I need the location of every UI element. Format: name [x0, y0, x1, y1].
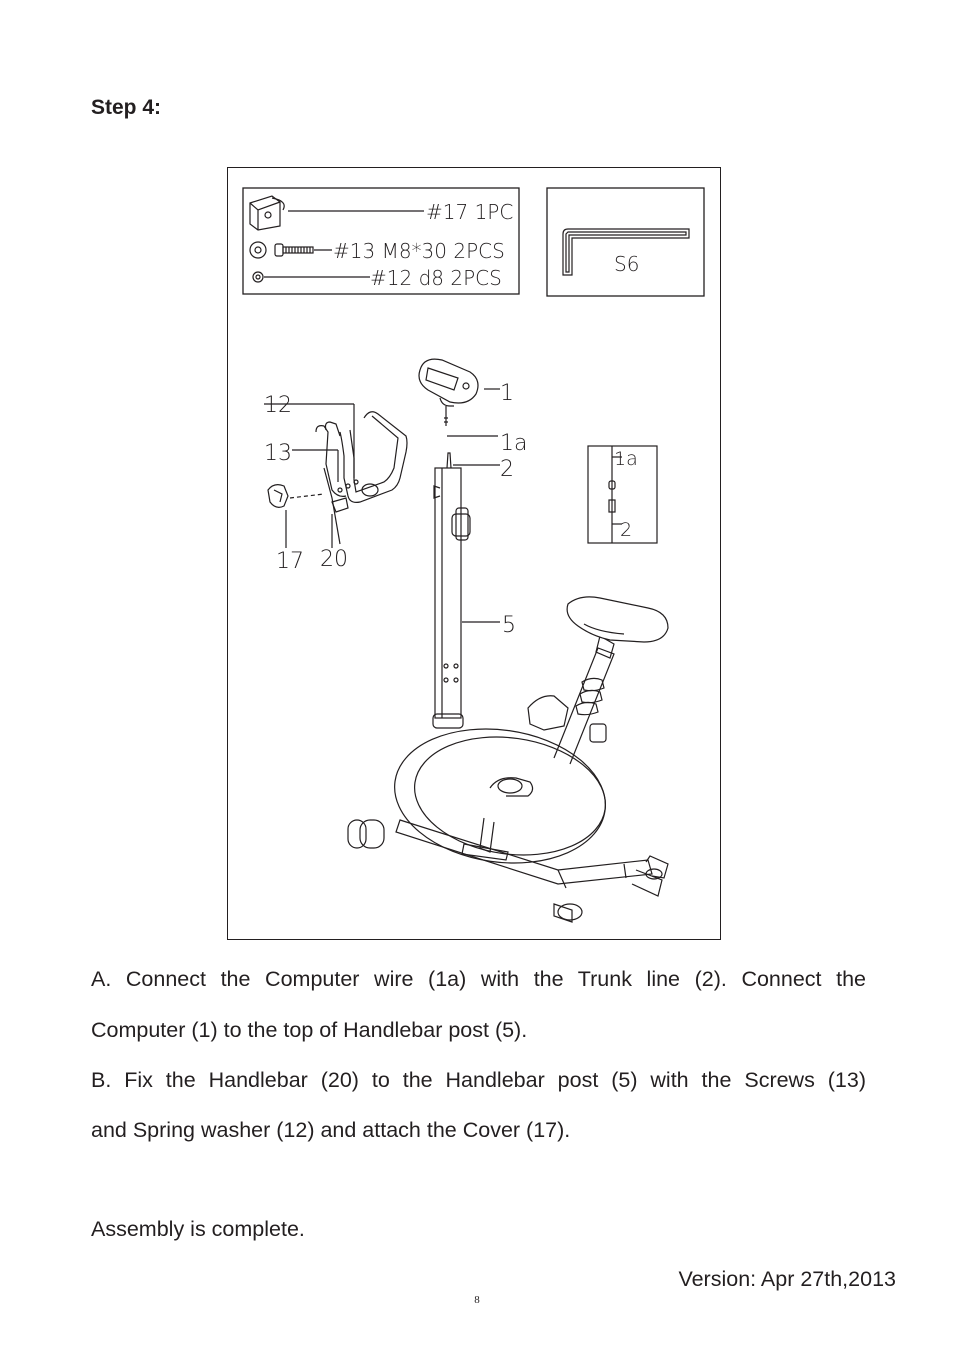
instruction-b-line2: and Spring washer (12) and attach the Co… [91, 1118, 571, 1142]
handlebar-drawing [315, 411, 408, 545]
callout-computer-wire: 1a [500, 431, 527, 456]
tool-label: S6 [614, 252, 639, 276]
callout-screws: 13 [264, 441, 292, 466]
assembly-diagram: #17 1PC #13 M8*30 2PCS #12 d8 2PCS S6 1 … [242, 187, 705, 923]
part-17-label: #17 1PC [426, 200, 513, 224]
inset-top-label: 1a [614, 448, 638, 470]
callout-computer: 1 [500, 381, 514, 406]
part-12-label: #12 d8 2PCS [370, 266, 502, 290]
assembly-figure: #17 1PC #13 M8*30 2PCS #12 d8 2PCS S6 1 … [227, 167, 721, 940]
instruction-a-line1: A. Connect the Computer wire (1a) with t… [91, 967, 866, 991]
washer-icon [249, 241, 267, 259]
part-13-label: #13 M8*30 2PCS [333, 239, 505, 263]
callout-trunk-line: 2 [500, 457, 514, 482]
instruction-b-line1: B. Fix the Handlebar (20) to the Handleb… [91, 1068, 866, 1092]
callout-cover: 17 [276, 549, 304, 574]
cover-icon [249, 195, 285, 231]
cover-part-drawing [267, 484, 325, 508]
instruction-a-line2: Computer (1) to the top of Handlebar pos… [91, 1018, 528, 1042]
callout-handlebar: 20 [320, 547, 348, 572]
allen-key-icon [562, 228, 690, 276]
callout-handlebar-post: 5 [502, 613, 516, 638]
step-title: Step 4: [91, 96, 162, 119]
screw-icon [274, 243, 314, 257]
computer-drawing [418, 358, 479, 426]
tool-box [546, 187, 705, 297]
wire-connection-inset [587, 445, 658, 544]
page-number: 8 [474, 1294, 480, 1306]
parts-box [242, 187, 520, 295]
inset-bottom-label: 2 [620, 519, 632, 541]
completion-text: Assembly is complete. [91, 1217, 305, 1241]
callout-spring-washer: 12 [264, 393, 292, 418]
bike-body-drawing [347, 596, 669, 923]
handlebar-post-drawing [432, 452, 471, 729]
small-washer-icon [252, 271, 264, 283]
version-text: Version: Apr 27th,2013 [678, 1267, 896, 1291]
